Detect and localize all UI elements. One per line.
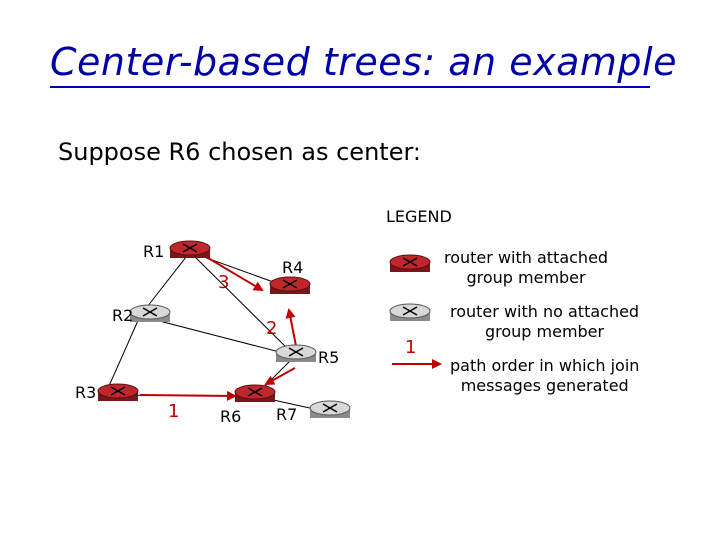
legend-member-line1: router with attached bbox=[444, 248, 609, 267]
router-label-r6: R6 bbox=[220, 407, 242, 426]
router-label-r4: R4 bbox=[282, 258, 304, 277]
legend-path-line1: path order in which join bbox=[450, 356, 640, 375]
link-r1-r5 bbox=[189, 251, 296, 357]
router-r7 bbox=[309, 400, 351, 418]
join-path-arrows bbox=[139, 257, 297, 401]
path-arrow-1 bbox=[139, 390, 237, 401]
router-r4 bbox=[269, 276, 311, 294]
legend-nomember-text: router with no attached group member bbox=[450, 302, 639, 342]
legend-path-number: 1 bbox=[405, 337, 417, 358]
slide-subtitle: Suppose R6 chosen as center: bbox=[58, 138, 421, 166]
path-arrow-3 bbox=[207, 257, 264, 292]
path-arrow-2 bbox=[285, 308, 297, 347]
legend-nomember-line1: router with no attached bbox=[450, 302, 640, 321]
router-label-r7: R7 bbox=[276, 405, 298, 424]
legend-title: LEGEND bbox=[386, 207, 452, 226]
path-arrow-2b bbox=[264, 367, 296, 385]
slide-title: Center-based trees: an example bbox=[50, 38, 676, 88]
router-label-r5: R5 bbox=[318, 348, 340, 367]
legend-member-router-icon bbox=[389, 254, 431, 272]
router-r6 bbox=[234, 384, 276, 402]
router-label-r3: R3 bbox=[75, 383, 97, 402]
legend-path-line2: messages generated bbox=[460, 376, 629, 395]
router-r3 bbox=[97, 383, 139, 401]
router-label-r1: R1 bbox=[143, 242, 165, 261]
legend-member-line2: group member bbox=[466, 268, 586, 287]
legend-nomember-router-icon bbox=[389, 303, 431, 321]
router-r1 bbox=[169, 240, 211, 258]
legend-nomember-line2: group member bbox=[484, 322, 605, 341]
link-r2-r5 bbox=[139, 315, 296, 357]
legend-path-text: path order in which join messages genera… bbox=[450, 356, 639, 396]
router-r5 bbox=[275, 344, 317, 362]
router-label-r2: R2 bbox=[112, 306, 134, 325]
path-order-3: 3 bbox=[218, 272, 230, 293]
path-order-1: 1 bbox=[168, 401, 180, 422]
legend-member-text: router with attached group member bbox=[444, 248, 608, 288]
link-r2-r3 bbox=[104, 315, 141, 396]
path-order-2: 2 bbox=[266, 318, 278, 339]
router-r2 bbox=[129, 304, 171, 322]
